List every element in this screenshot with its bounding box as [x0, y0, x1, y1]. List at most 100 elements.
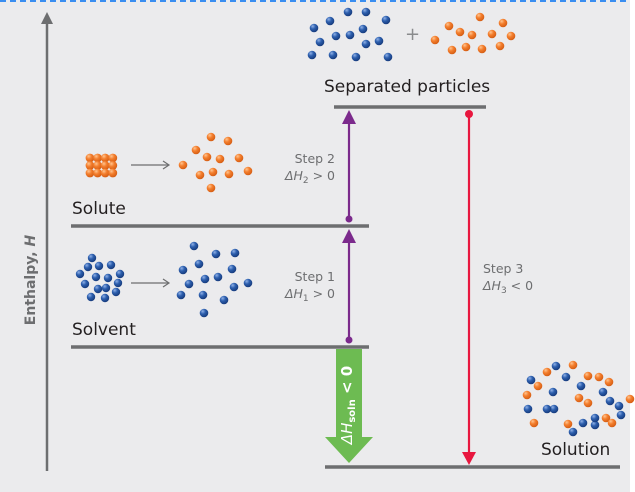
solvent-particle — [227, 264, 237, 274]
solvent-particle — [219, 295, 229, 305]
y-axis — [41, 12, 53, 471]
solute-particle — [206, 132, 216, 142]
solution-label: Solution — [541, 440, 611, 460]
solution-solvent-particle — [568, 427, 578, 437]
solute-particle — [487, 29, 497, 39]
overall-enthalpy-label: ΔHsoln < 0 — [338, 365, 358, 445]
solvent-particle — [309, 23, 319, 33]
solvent-particle — [243, 278, 253, 288]
solvent-cluster-particle — [103, 273, 113, 283]
solution-solute-particle — [568, 360, 578, 370]
solute-particle — [223, 136, 233, 146]
solvent-particle — [315, 37, 325, 47]
solution-solute-particle — [533, 381, 543, 391]
solute-particle — [208, 167, 218, 177]
solvent-cluster-particle — [80, 279, 90, 289]
solute-particle — [178, 160, 188, 170]
step2-arrow — [342, 110, 356, 223]
solute-particle — [447, 45, 457, 55]
solvent-cluster-particle — [83, 262, 93, 272]
plus-sign: + — [405, 24, 421, 45]
solvent-cluster-particle — [101, 283, 111, 293]
solvent-particle — [358, 24, 368, 34]
solvent-particle — [345, 30, 355, 40]
solution-solvent-particle — [590, 420, 600, 430]
solute-particle — [215, 154, 225, 164]
solution-solute-particle — [583, 371, 593, 381]
solute-particle — [461, 42, 471, 52]
solute-lattice-particle — [85, 153, 95, 163]
step1-delta: ΔH1 > 0 — [284, 286, 335, 304]
solute-lattice-particle — [100, 161, 110, 170]
solute-separation-arrow-icon — [131, 160, 171, 170]
solvent-separation-arrow-icon — [131, 278, 171, 288]
solvent-particle — [374, 36, 384, 46]
solution-solvent-particle — [605, 396, 615, 406]
step1-name: Step 1 — [294, 269, 335, 284]
solvent-label: Solvent — [72, 320, 136, 340]
solution-solvent-particle — [590, 413, 600, 423]
solute-particle — [430, 35, 440, 45]
solvent-cluster-particle — [100, 293, 110, 303]
solvent-cluster-particle — [91, 272, 101, 282]
step1-arrow — [342, 229, 356, 344]
solvent-particle — [176, 290, 186, 300]
step2-name: Step 2 — [294, 151, 335, 166]
solvent-particle — [213, 272, 223, 282]
particles — [75, 7, 635, 437]
solvent-cluster-particle — [93, 284, 103, 294]
solvent-particle — [184, 279, 194, 289]
solution-solvent-particle — [526, 375, 536, 385]
solution-solvent-particle — [523, 404, 533, 414]
solvent-particle — [325, 16, 335, 26]
step3-annotation: Step 3 ΔH3 < 0 — [483, 260, 533, 300]
solvent-particle — [381, 15, 391, 25]
solute-lattice-particle — [100, 168, 110, 178]
solute-label: Solute — [72, 199, 126, 219]
solvent-particle — [230, 248, 240, 258]
solute-lattice-particle — [93, 168, 102, 178]
solvent-particle — [307, 50, 317, 60]
solvent-particle — [199, 308, 209, 318]
solute-particle — [495, 41, 505, 51]
step3-delta: ΔH3 < 0 — [483, 278, 534, 296]
solute-lattice-particle — [108, 161, 118, 170]
top-dashed-border — [0, 0, 635, 2]
solute-particle — [444, 21, 454, 31]
solvent-particle — [343, 7, 353, 17]
solution-solute-particle — [625, 394, 635, 404]
solution-solvent-particle — [561, 372, 571, 382]
solute-particle — [224, 169, 234, 179]
solute-lattice-particle — [93, 161, 102, 170]
solution-solute-particle — [542, 367, 552, 377]
solute-lattice-particle — [85, 168, 95, 178]
y-axis-arrowhead-icon — [41, 12, 53, 24]
solvent-cluster-particle — [86, 292, 96, 302]
solution-solvent-particle — [548, 387, 558, 397]
solvent-particle — [198, 290, 208, 300]
solute-particle — [467, 30, 477, 40]
step2-annotation: Step 2 ΔH2 > 0 — [285, 150, 335, 190]
solvent-particle — [361, 7, 371, 17]
solute-particle — [234, 153, 244, 163]
solution-solvent-particle — [598, 387, 608, 397]
solution-solute-particle — [529, 418, 539, 428]
solute-particle — [498, 18, 508, 28]
solvent-cluster-particle — [106, 260, 116, 270]
solution-solvent-particle — [614, 401, 624, 411]
solvent-cluster-particle — [75, 269, 85, 279]
solvent-particle — [383, 52, 393, 62]
solute-particle — [477, 44, 487, 54]
solvent-particle — [178, 265, 188, 275]
solvent-cluster-particle — [111, 287, 121, 297]
solute-particle — [191, 145, 201, 155]
solution-solute-particle — [594, 372, 604, 382]
solution-solute-particle — [601, 413, 611, 423]
step3-name: Step 3 — [483, 261, 524, 276]
separated-particles-label: Separated particles — [324, 77, 491, 97]
solvent-particle — [361, 39, 371, 49]
solvent-particle — [211, 249, 221, 259]
solution-solvent-particle — [578, 418, 588, 428]
